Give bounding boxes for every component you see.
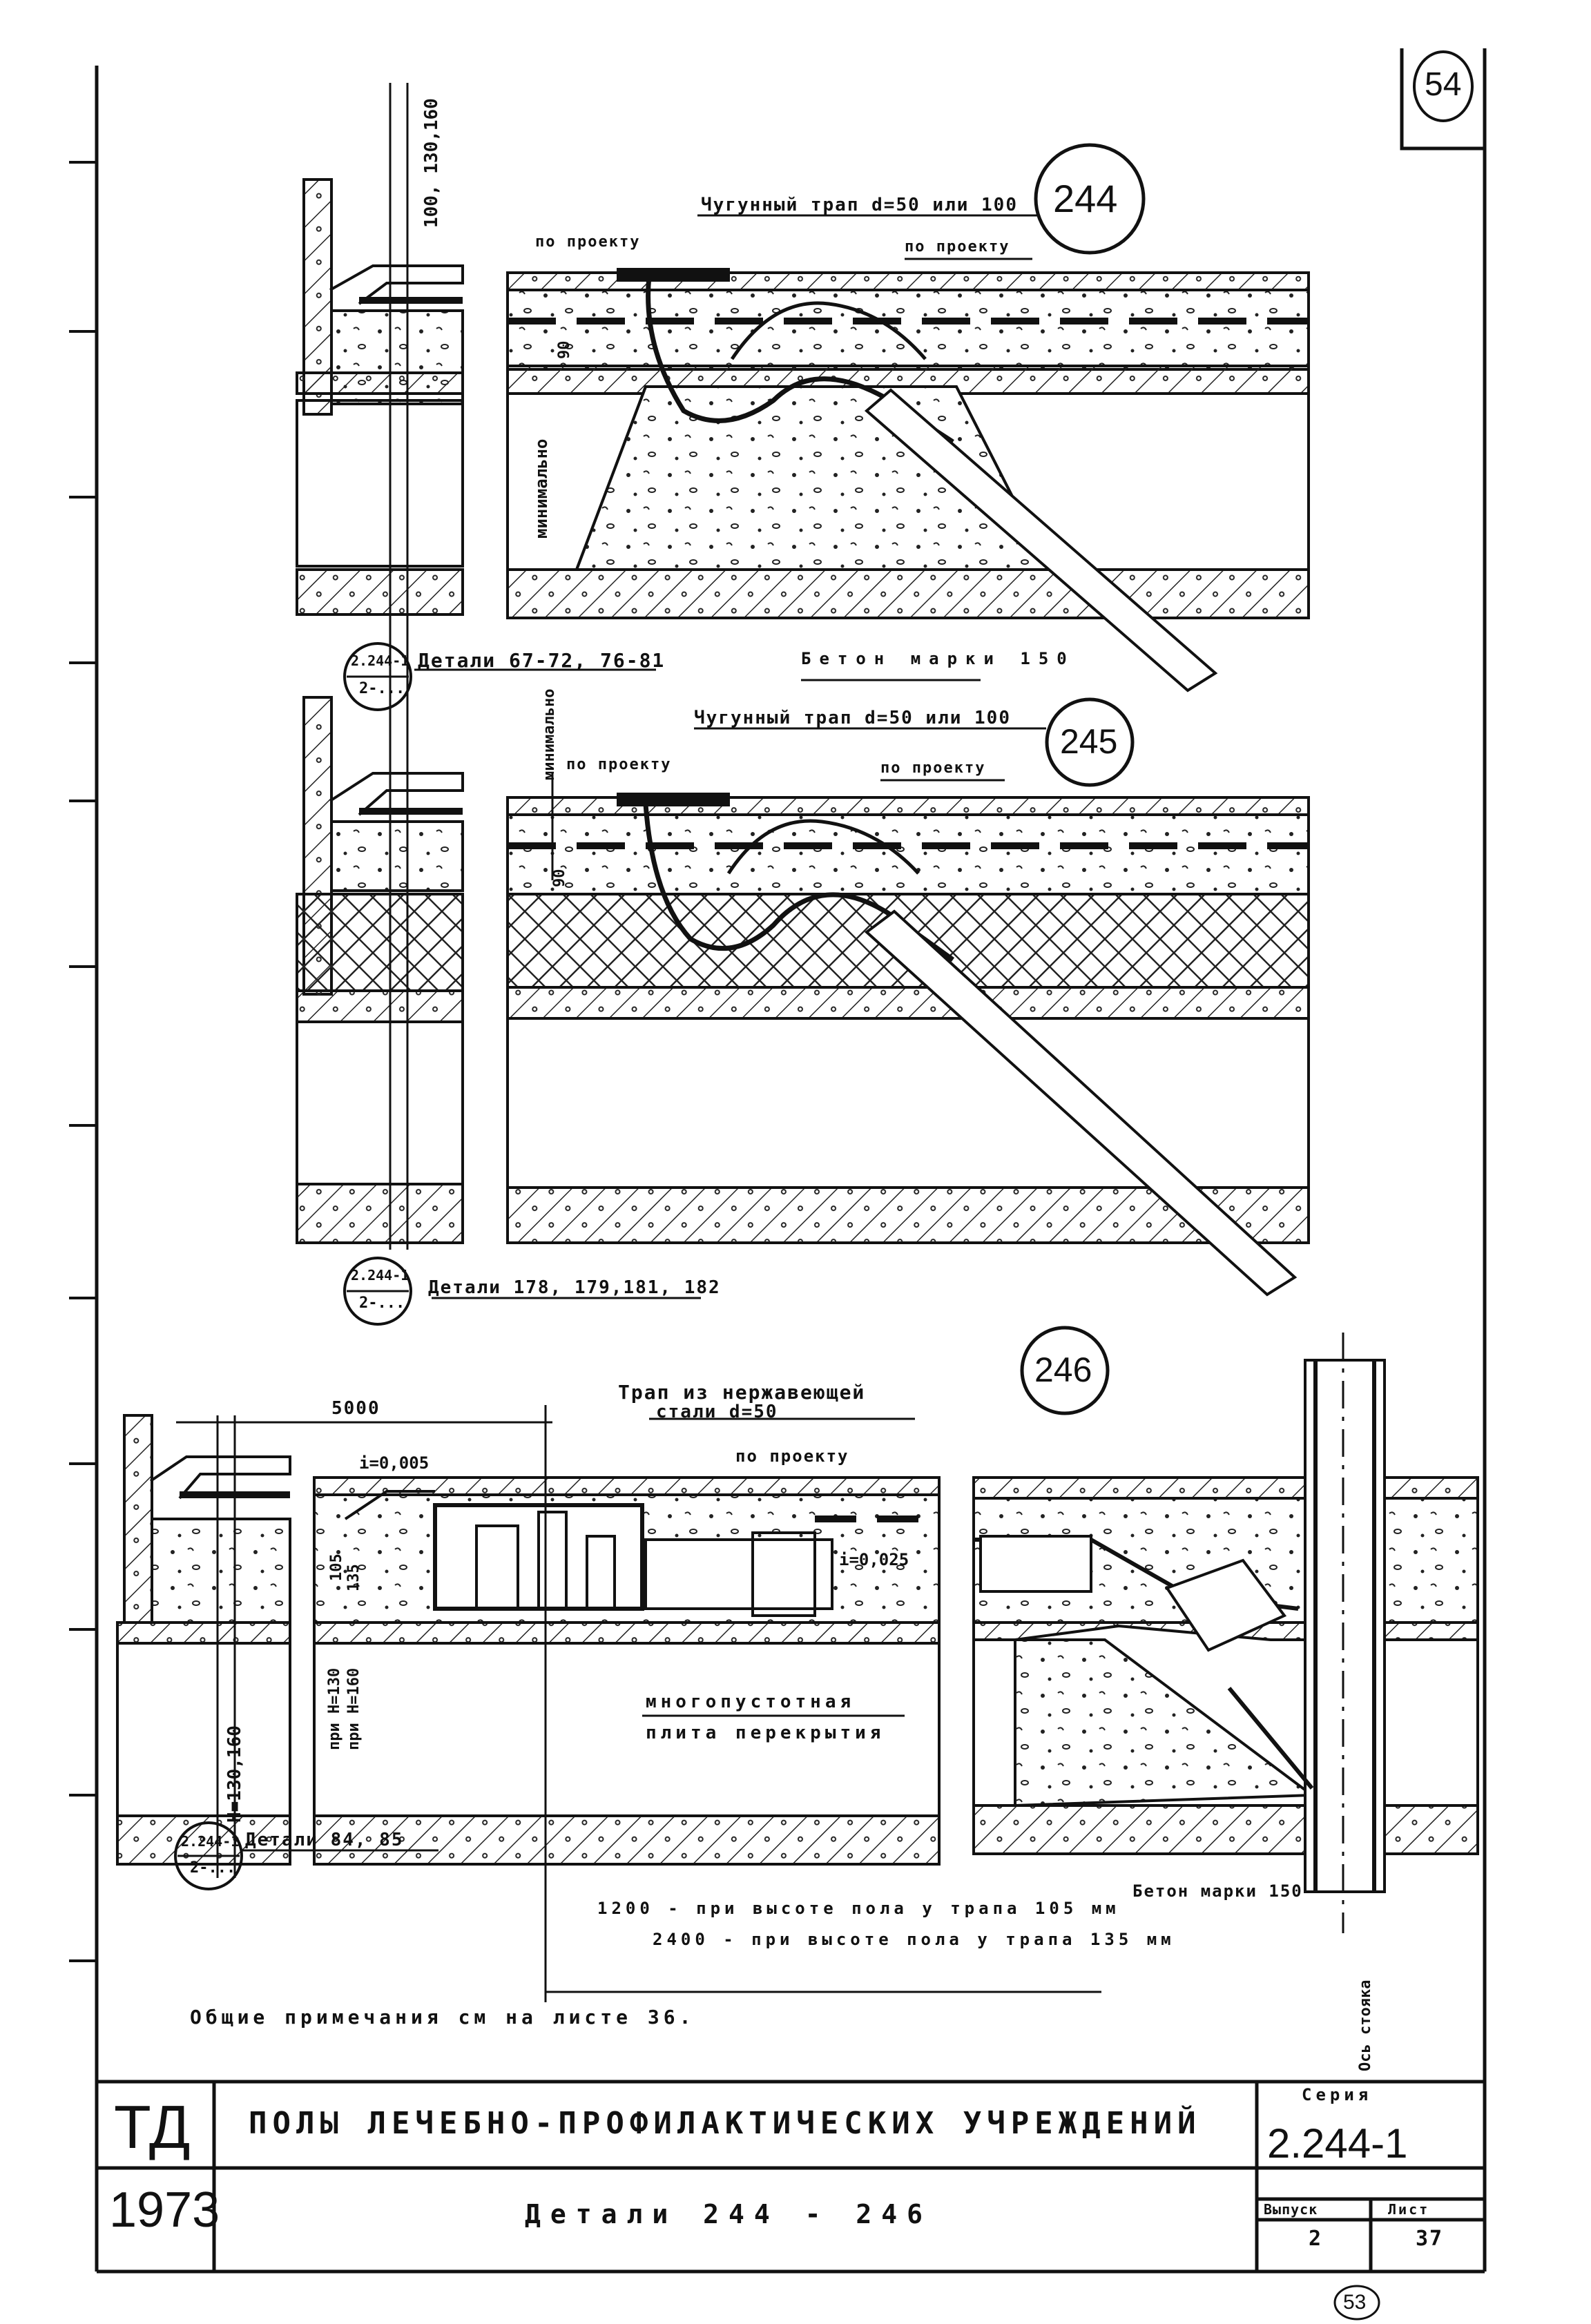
series-label: Серия	[1302, 2085, 1373, 2104]
detail-246-dim-105: 105	[328, 1553, 345, 1581]
detail-246-h-dim: H=130,160	[224, 1725, 245, 1823]
detail-246-slope-1: i=0,005	[359, 1453, 430, 1473]
detail-246-middle-section	[313, 1476, 941, 1866]
detail-246-by-project: по проекту	[735, 1446, 849, 1466]
detail-245-ref-top: 2.244-1	[351, 1267, 409, 1284]
detail-244-floor-section	[506, 268, 1310, 693]
detail-246-note-2: 2400 - при высоте пола у трапа 135 мм	[653, 1930, 1175, 1949]
detail-245-circle	[1045, 697, 1135, 787]
detail-245-by-project-left: по проекту	[566, 756, 672, 773]
issue-label: Выпуск	[1264, 2201, 1318, 2218]
general-notes: Общие примечания см на листе 36.	[190, 2006, 695, 2028]
detail-245-dim-90: 90	[551, 869, 568, 888]
sheet-subtitle: Детали 244 - 246	[525, 2199, 933, 2229]
detail-244-dim-90: 90	[556, 340, 573, 360]
detail-245-minimum: минимально	[541, 688, 558, 780]
detail-246-dim-135: 135	[345, 1564, 363, 1591]
sheet-label: Лист	[1388, 2201, 1430, 2218]
detail-244-circle	[1034, 143, 1146, 255]
detail-244-dim-top: 100, 130,160	[421, 98, 442, 228]
issue-value: 2	[1309, 2227, 1323, 2251]
detail-245-trap-label: Чугунный трап d=50 или 100	[694, 708, 1011, 728]
detail-246-ref-text: Детали 84, 85	[245, 1830, 404, 1850]
detail-244-by-project-left: по проекту	[535, 233, 641, 251]
detail-244-wall-section	[296, 83, 464, 697]
series-value: 2.244-1	[1267, 2120, 1408, 2167]
sheet-title: ПОЛЫ ЛЕЧЕБНО-ПРОФИЛАКТИЧЕСКИХ УЧРЕЖДЕНИЙ	[249, 2106, 1202, 2141]
stamp-circle	[1333, 2285, 1380, 2321]
page-number: 54	[1425, 66, 1462, 103]
detail-244-ref-text: Детали 67-72, 76-81	[418, 649, 666, 672]
detail-246-height-2: при H=160	[345, 1667, 363, 1750]
ref-circle-246	[174, 1821, 243, 1890]
ref-circle-245	[343, 1257, 412, 1326]
detail-245-floor-section	[506, 793, 1310, 1297]
detail-246-left-section	[116, 1414, 291, 1878]
detail-246-ref-bottom: 2-...	[190, 1859, 236, 1877]
detail-244-by-project-right: по проекту	[905, 238, 1010, 255]
detail-245-by-project-right: по проекту	[880, 759, 986, 777]
stamp-number: 53	[1343, 2291, 1367, 2314]
org-code: ТД	[114, 2093, 191, 2161]
riser-axis-label: Ось стояка	[1357, 1979, 1374, 2071]
detail-246-trap-label-1: Трап из нержавеющей	[618, 1381, 866, 1404]
ref-circle-244	[343, 642, 412, 711]
sheet-border	[95, 48, 1487, 2274]
detail-244-concrete: Бетон марки 150	[801, 649, 1075, 668]
detail-246-note-1: 1200 - при высоте пола у трапа 105 мм	[597, 1899, 1120, 1918]
detail-246-ref-top: 2.244-1	[181, 1833, 240, 1850]
dimension-lines	[176, 773, 1101, 2002]
detail-246-dim-5000: 5000	[331, 1398, 380, 1419]
year: 1973	[109, 2182, 220, 2238]
detail-246-trap-label-2: стали d=50	[656, 1402, 778, 1422]
detail-246-height-1: при H=130	[326, 1667, 343, 1750]
detail-246-concrete: Бетон марки 150	[1132, 1881, 1303, 1901]
detail-245-ref-text: Детали 178, 179,181, 182	[428, 1277, 721, 1298]
detail-244-trap-label: Чугунный трап d=50 или 100	[701, 195, 1018, 215]
detail-246-slab-1: многопустотная	[646, 1692, 856, 1712]
detail-246-right-section	[972, 1333, 1479, 1933]
detail-244-number: 244	[1053, 177, 1118, 220]
leader-lines	[242, 214, 1046, 1852]
detail-245-wall-section	[296, 696, 464, 1250]
sheet-value: 37	[1416, 2227, 1444, 2251]
detail-246-number: 246	[1034, 1350, 1092, 1389]
detail-245-ref-bottom: 2-...	[359, 1295, 405, 1312]
detail-244-minimum: минимально	[532, 438, 551, 539]
detail-244-ref-top: 2.244-1	[351, 652, 409, 669]
margin-ticks	[69, 161, 97, 1962]
detail-246-slope-2: i=0,025	[839, 1550, 909, 1569]
title-block-grid	[97, 2082, 1485, 2272]
detail-246-circle	[1020, 1326, 1110, 1415]
detail-245-number: 245	[1060, 722, 1118, 761]
detail-244-ref-bottom: 2-...	[359, 680, 405, 697]
detail-246-slab-2: плита перекрытия	[646, 1723, 885, 1743]
page-number-circle	[1413, 50, 1474, 122]
